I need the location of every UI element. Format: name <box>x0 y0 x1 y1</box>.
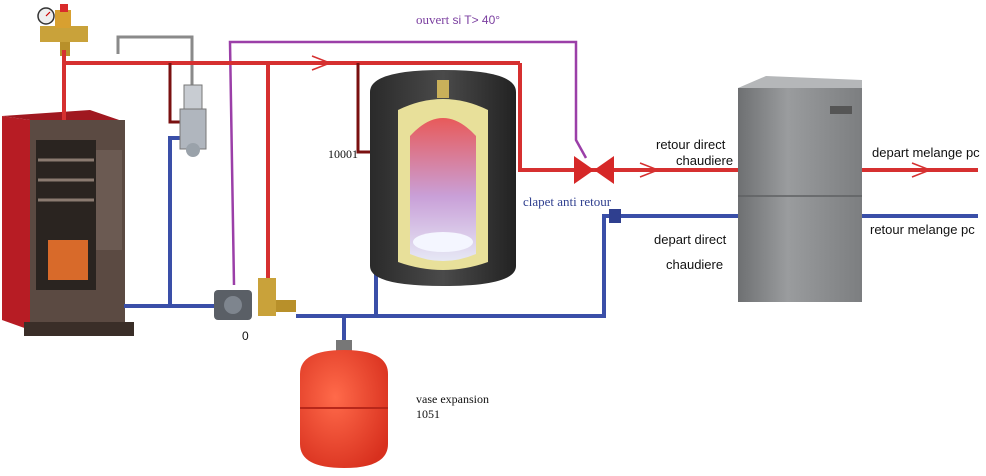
wood-boiler <box>2 110 134 336</box>
safety-group-stem <box>60 42 70 56</box>
modern-boiler-body <box>738 88 862 302</box>
circulation-pump <box>214 278 296 320</box>
hot-supply-main <box>62 50 520 65</box>
safety-group <box>40 4 88 56</box>
depart-melange-label: depart melange pc <box>872 145 980 160</box>
tank-top-fitting <box>437 80 449 98</box>
pressure-gauge-icon <box>37 7 55 25</box>
retour-direct-label-2: chaudiere <box>676 153 734 168</box>
flow-arrow-supply <box>311 55 333 71</box>
buffer-tank <box>370 70 516 286</box>
ouvert-condition: si T> 40° <box>452 13 501 27</box>
expansion-vessel <box>300 340 388 468</box>
mixing-valve-body <box>179 108 207 150</box>
retour-direct-label-1: retour direct <box>656 137 726 152</box>
anti-retour-valve <box>609 209 621 223</box>
hot-pipes <box>62 50 978 290</box>
ouvert-label: ouvert si T> 40° <box>416 13 500 26</box>
flow-arrow-melange <box>911 162 933 178</box>
pump-valve <box>258 278 276 316</box>
mixing-valve-head <box>183 84 203 110</box>
pump-impeller <box>224 296 242 314</box>
safety-group-cap <box>60 4 68 12</box>
pump-code-label: 0 <box>242 329 249 343</box>
cold-main-return <box>296 214 738 318</box>
tank-code-label: 10001 <box>328 147 358 161</box>
wood-boiler-base <box>24 322 134 336</box>
tank-inner-bottom <box>413 232 473 252</box>
depart-direct-label-2: chaudiere <box>666 257 724 272</box>
vase-title-label: vase expansion <box>416 392 489 406</box>
wood-boiler-side <box>2 116 30 330</box>
pump-fitting <box>276 300 296 312</box>
modern-boiler <box>738 76 862 302</box>
clapet-valve <box>574 156 614 184</box>
flow-arrows <box>311 55 933 178</box>
wood-boiler-door <box>96 150 122 250</box>
safety-group-body <box>40 26 88 42</box>
mixing-valve-port <box>186 143 200 157</box>
ouvert-prefix: ouvert <box>416 12 450 27</box>
retour-melange-label: retour melange pc <box>870 222 975 237</box>
vase-code-label: 1051 <box>416 407 440 421</box>
depart-direct-label-1: depart direct <box>654 232 727 247</box>
cold-valve-riser <box>168 136 186 306</box>
hot-to-modern-boiler <box>518 63 738 172</box>
wood-boiler-flame <box>48 240 88 280</box>
control-line <box>228 40 588 286</box>
tank-inner <box>410 118 476 261</box>
mixing-valve <box>179 84 207 157</box>
vessel-neck <box>336 340 352 352</box>
clapet-label: clapet anti retour <box>523 194 612 209</box>
safety-group-valve <box>55 10 71 28</box>
flow-arrow-retour <box>639 162 661 178</box>
modern-boiler-panel <box>830 106 852 114</box>
